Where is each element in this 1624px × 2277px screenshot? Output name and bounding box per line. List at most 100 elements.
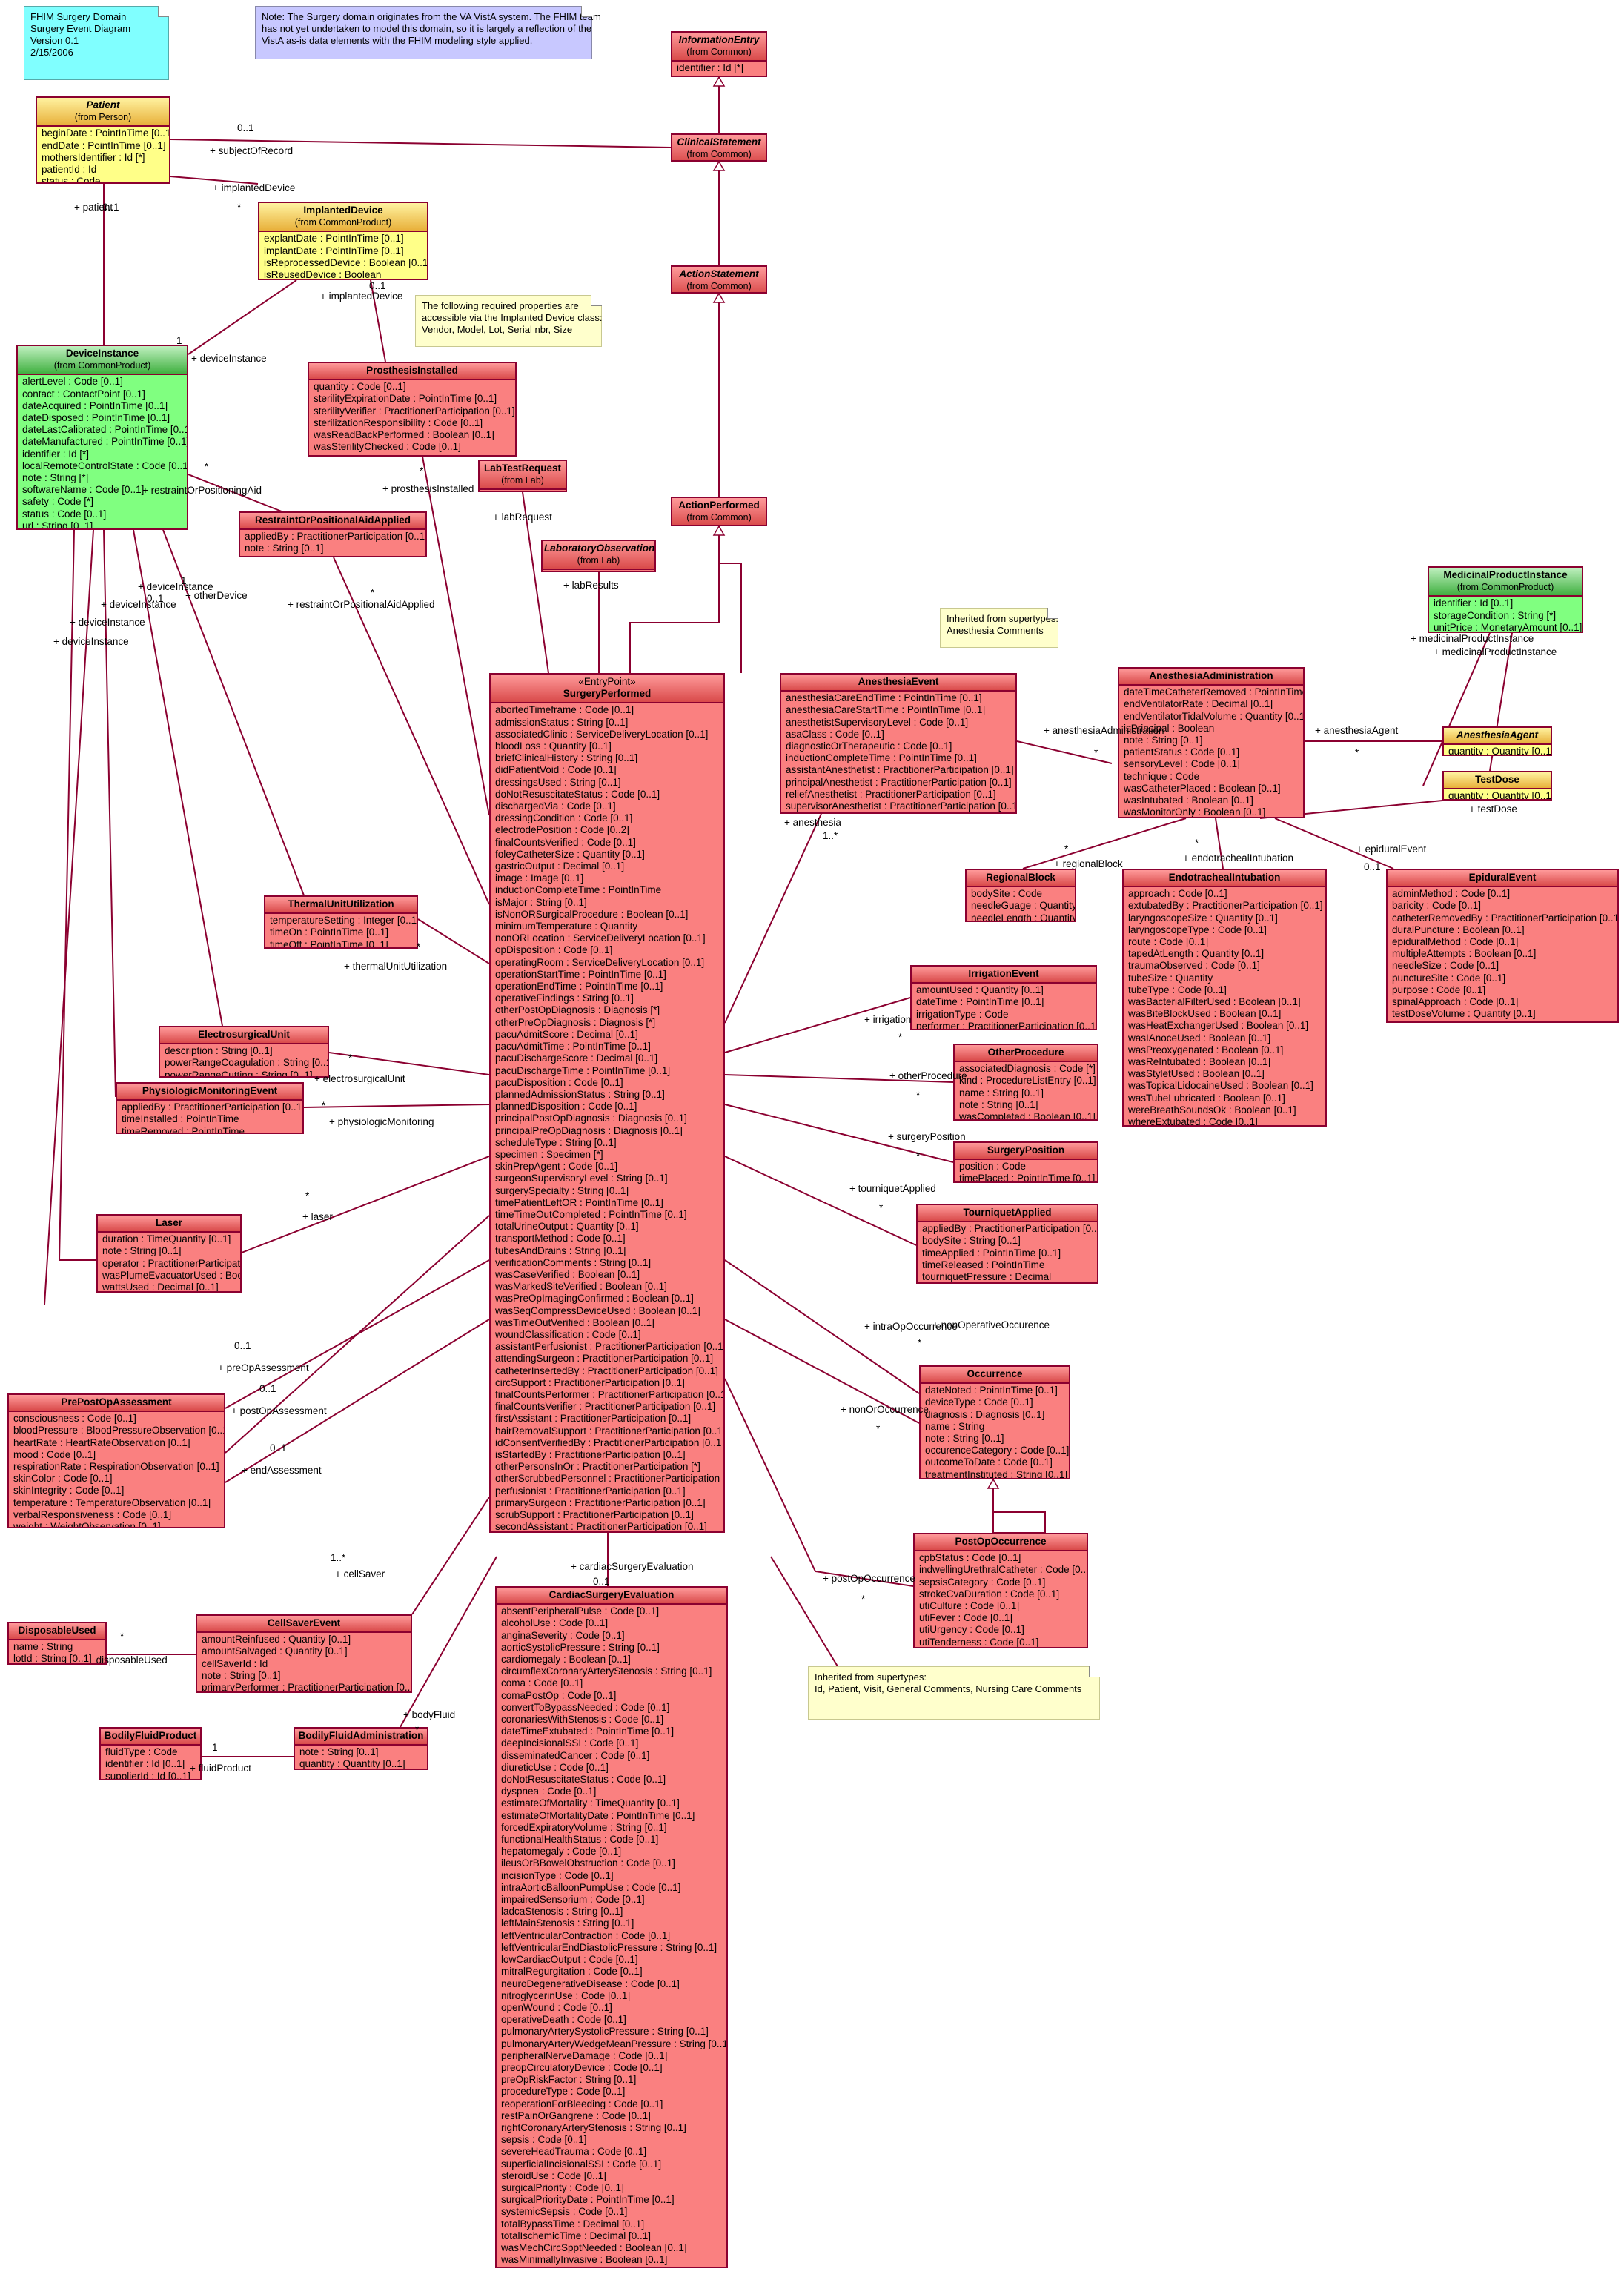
class-attribute: mitralRegurgitation : Code [0..1]: [501, 1966, 643, 1978]
association-label: *: [120, 1631, 125, 1642]
class-device-instance[interactable]: DeviceInstance(from CommonProduct)alertL…: [16, 345, 188, 530]
class-header: TourniquetApplied: [918, 1205, 1097, 1223]
association-label: *: [861, 1594, 866, 1605]
class-name: Laser: [155, 1217, 183, 1228]
class-header: RegionalBlock: [967, 870, 1075, 888]
class-post-op-occurrence[interactable]: PostOpOccurrence cpbStatus : Code [0..1]i…: [913, 1533, 1088, 1648]
class-attribute: coma : Code [0..1]: [501, 1677, 583, 1689]
class-attribute: specimen : Specimen [*]: [495, 1148, 603, 1160]
class-header: EpiduralEvent: [1388, 870, 1617, 888]
class-name: LaboratoryObservation: [544, 543, 655, 554]
class-attribute: description : String [0..1]: [165, 1045, 273, 1057]
association-label: *: [1064, 843, 1069, 855]
class-medicinal-product-instance[interactable]: MedicinalProductInstance(from CommonProd…: [1428, 566, 1583, 633]
class-attribute: laryngoscopeSize : Quantity [0..1]: [1128, 912, 1278, 924]
association-line: [225, 1319, 490, 1483]
class-attribute: primaryPerformer : PractitionerParticipa…: [202, 1682, 412, 1693]
class-name: PostOpOccurrence: [955, 1536, 1047, 1547]
class-attribute: position : Code: [959, 1161, 1027, 1173]
class-information-entry[interactable]: InformationEntry(from Common)identifier …: [671, 31, 767, 77]
class-attribute: consciousness : Code [0..1]: [13, 1413, 136, 1425]
class-laboratory-observation[interactable]: LaboratoryObservation(from Lab): [541, 540, 656, 572]
association-label: *: [876, 1423, 881, 1434]
class-clinical-statement[interactable]: ClinicalStatement(from Common): [671, 133, 767, 162]
class-attribute: assistantPerfusionist : PractitionerPart…: [495, 1341, 725, 1353]
association-label: + postOpAssessment: [231, 1405, 327, 1416]
class-attribute: adminMethod : Code [0..1]: [1392, 888, 1511, 900]
class-attribute: operationEndTime : PointInTime [0..1]: [495, 981, 663, 992]
class-attribute: testDoseVolume : Quantity [0..1]: [1392, 1008, 1536, 1020]
class-attribute: catheterInsertedBy : PractitionerPartici…: [495, 1365, 718, 1376]
association-line: [103, 529, 116, 1098]
class-attribute: otherPersonsInOr : PractitionerParticipa…: [495, 1461, 700, 1473]
class-attribute: peripheralNerveDamage : Code [0..1]: [501, 2049, 668, 2061]
class-patient[interactable]: Patient(from Person)beginDate : PointInT…: [36, 96, 170, 184]
class-attributes: note : String [0..1]quantity : Quantity …: [295, 1746, 427, 1769]
association-label: + electrosurgicalUnit: [314, 1073, 405, 1084]
class-name: PhysiologicMonitoringEvent: [142, 1085, 278, 1096]
class-attribute: verificationComments : String [0..1]: [495, 1256, 652, 1268]
class-attribute: route : Code [0..1]: [1128, 936, 1209, 948]
class-attributes: description : String [0..1]powerRangeCoa…: [160, 1044, 329, 1076]
association-label: + endAssessment: [242, 1465, 322, 1476]
association-label: *: [918, 1337, 922, 1348]
class-attributes: cpbStatus : Code [0..1]indwellingUrethra…: [915, 1551, 1087, 1647]
class-name: TourniquetApplied: [963, 1207, 1052, 1218]
class-attribute: finalCountsVerified : Code [0..1]: [495, 836, 636, 848]
class-package: (from CommonProduct): [1456, 582, 1554, 593]
class-attribute: otherPreOpDiagnosis : Diagnosis [*]: [495, 1016, 656, 1028]
class-attribute: lowCardiacOutput : Code [0..1]: [501, 1954, 638, 1966]
class-attribute: anginaSeverity : Code [0..1]: [501, 1629, 625, 1641]
class-attribute: verbalResponsiveness : Code [0..1]: [13, 1508, 172, 1520]
class-attribute: sepsis : Code [0..1]: [501, 2134, 587, 2146]
class-attribute: epiduralMethod : Code [0..1]: [1392, 936, 1519, 948]
association-label: *: [371, 587, 375, 598]
association-line: [993, 1511, 1046, 1534]
association-label: + postOpOccurrence: [823, 1573, 915, 1584]
class-attribute: explantDate : PointInTime [0..1]: [264, 233, 404, 245]
association-line: [303, 1104, 490, 1108]
class-header: BodilyFluidAdministration: [295, 1729, 427, 1746]
class-attribute: wasPreoxygenated : Boolean [0..1]: [1128, 1044, 1284, 1055]
class-lab-test-request[interactable]: LabTestRequest(from Lab): [478, 460, 567, 492]
class-package: (from CommonProduct): [53, 360, 151, 371]
class-attribute: isMajor : String [0..1]: [495, 896, 587, 908]
class-attribute: powerRangeCoagulation : String [0..1]: [165, 1057, 329, 1069]
association-line: [718, 526, 742, 673]
class-attribute: note : String [0..1]: [245, 543, 324, 554]
class-implanted-device[interactable]: ImplantedDevice(from CommonProduct)expla…: [258, 202, 428, 280]
class-attribute: laryngoscopeType : Code [0..1]: [1128, 924, 1267, 935]
class-action-performed[interactable]: ActionPerformed(from Common): [671, 497, 767, 526]
class-attribute: wasReIntubated : Boolean [0..1]: [1128, 1056, 1271, 1068]
association-label: + anesthesiaAgent: [1315, 725, 1399, 736]
class-attribute: treatmentInstituted : String [0..1]: [925, 1468, 1068, 1479]
association-label: + testDose: [1469, 803, 1517, 815]
class-action-statement[interactable]: ActionStatement(from Common): [671, 265, 767, 294]
